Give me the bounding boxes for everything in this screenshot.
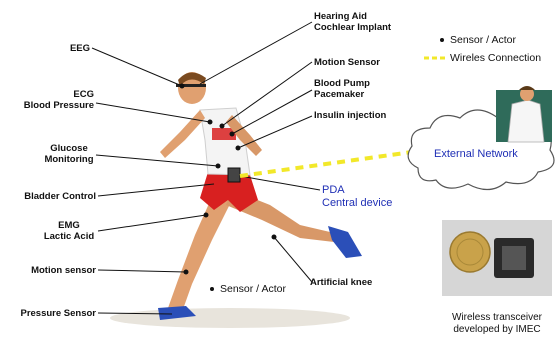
legend-sensor-actor-text: Sensor / Actor — [450, 34, 516, 46]
label-lactic-acid: Lactic Acid — [34, 231, 104, 242]
label-glucose-line1: Glucose — [34, 143, 104, 154]
transceiver-caption: Wireless transceiver developed by IMEC — [436, 312, 558, 336]
label-sensor-actor-bottom-text: Sensor / Actor — [220, 283, 286, 295]
label-ecg: ECG Blood Pressure — [4, 89, 94, 111]
caption-line1: Wireless transceiver — [436, 312, 558, 324]
label-monitoring: Monitoring — [34, 154, 104, 165]
label-hearing-aid: Hearing Aid — [314, 11, 391, 22]
label-motion-right: Motion Sensor — [314, 57, 380, 68]
label-sensor-actor-bottom: Sensor / Actor — [210, 284, 286, 295]
external-network-label: External Network — [434, 148, 518, 160]
label-insulin: Insulin injection — [314, 110, 386, 121]
label-pacemaker: Pacemaker — [314, 89, 370, 100]
label-artificial-knee: Artificial knee — [310, 277, 372, 288]
label-blood-pressure: Blood Pressure — [4, 100, 94, 111]
pda-device — [228, 168, 240, 182]
caption-line2: developed by IMEC — [436, 324, 558, 336]
label-emg-line1: EMG — [34, 220, 104, 231]
dashed-line-icon — [424, 55, 446, 61]
bullet-icon — [210, 287, 214, 291]
label-central-device: Central device — [322, 197, 392, 210]
ground-shadow — [110, 308, 350, 328]
legend-wireless-text: Wireles Connection — [450, 52, 541, 64]
label-emg: EMG Lactic Acid — [34, 220, 104, 242]
label-pressure: Pressure Sensor — [2, 308, 96, 319]
label-hearing: Hearing Aid Cochlear Implant — [314, 11, 391, 33]
label-bladder: Bladder Control — [4, 191, 96, 202]
legend-wireless: Wireles Connection — [424, 52, 541, 64]
legend-sensor-actor: Sensor / Actor — [440, 34, 516, 46]
label-pda-line1: PDA — [322, 184, 392, 197]
doctor-figure — [496, 86, 552, 142]
wireless-link — [240, 152, 412, 176]
label-glucose: Glucose Monitoring — [34, 143, 104, 165]
transceiver-photo — [442, 220, 552, 296]
label-pda: PDA Central device — [322, 184, 392, 210]
bullet-icon — [440, 38, 444, 42]
label-cochlear-implant: Cochlear Implant — [314, 22, 391, 33]
label-ecg-line1: ECG — [4, 89, 94, 100]
label-motion-left: Motion sensor — [4, 265, 96, 276]
label-eeg: EEG — [40, 43, 90, 54]
label-blood-pump: Blood Pump Pacemaker — [314, 78, 370, 100]
runner-front-shoe — [328, 226, 362, 258]
label-blood-pump-line1: Blood Pump — [314, 78, 370, 89]
